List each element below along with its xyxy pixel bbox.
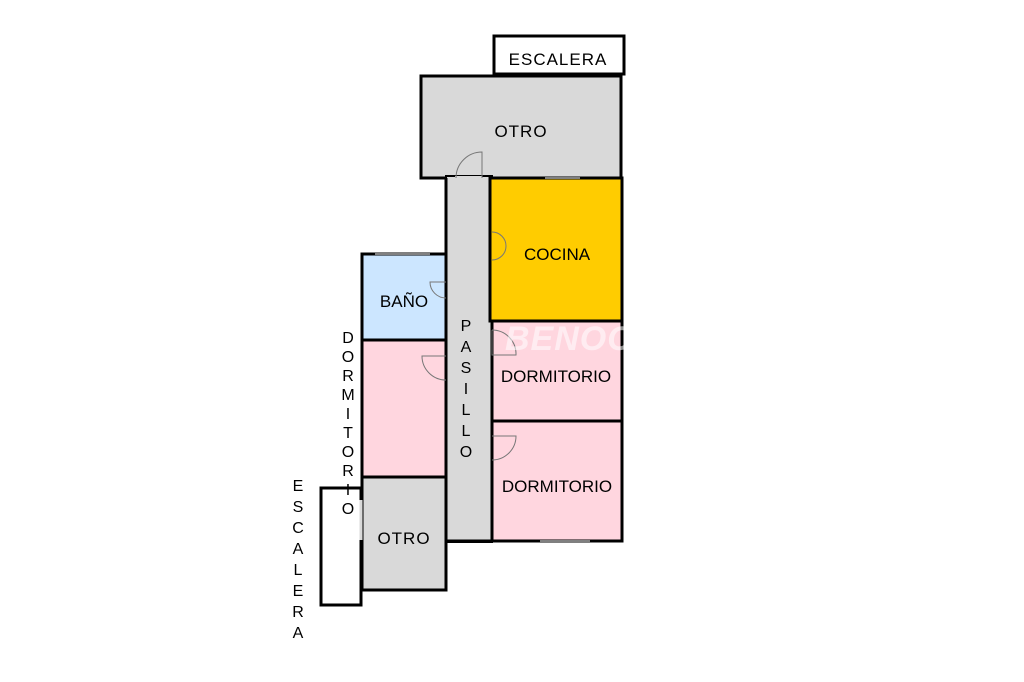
room-dormitorio-right-1: [490, 319, 624, 423]
staircase-top: [492, 34, 626, 76]
door-swing-bano: [429, 281, 447, 299]
door-swing-otro: [455, 151, 483, 179]
door-swing-dormitorio-right-1: [491, 329, 517, 356]
door-swing-dormitorio-right-2: [491, 435, 517, 461]
label-dormitorio-left: DORMITORIO: [340, 330, 357, 520]
label-cocina: COCINA: [524, 245, 591, 264]
door-swing-dormitorio-left: [421, 355, 447, 381]
label-escalera-left: ESCALERA: [290, 478, 307, 646]
label-dormitorio-right-2: DORMITORIO: [502, 477, 612, 496]
staircase-left: [319, 486, 363, 607]
room-cocina: [488, 176, 624, 323]
label-otro-bottom: OTRO: [377, 529, 430, 548]
label-bano: BAÑO: [380, 292, 428, 311]
room-dormitorio-left: [360, 338, 448, 479]
label-pasillo: PASILLO: [458, 318, 475, 465]
label-otro-top: OTRO: [494, 122, 547, 141]
room-otro-top: [419, 74, 623, 180]
door-swing-cocina: [491, 231, 507, 261]
label-escalera-top: ESCALERA: [509, 50, 608, 69]
label-dormitorio-right-1: DORMITORIO: [501, 367, 611, 386]
watermark-text: BENOCASA: [505, 320, 708, 358]
